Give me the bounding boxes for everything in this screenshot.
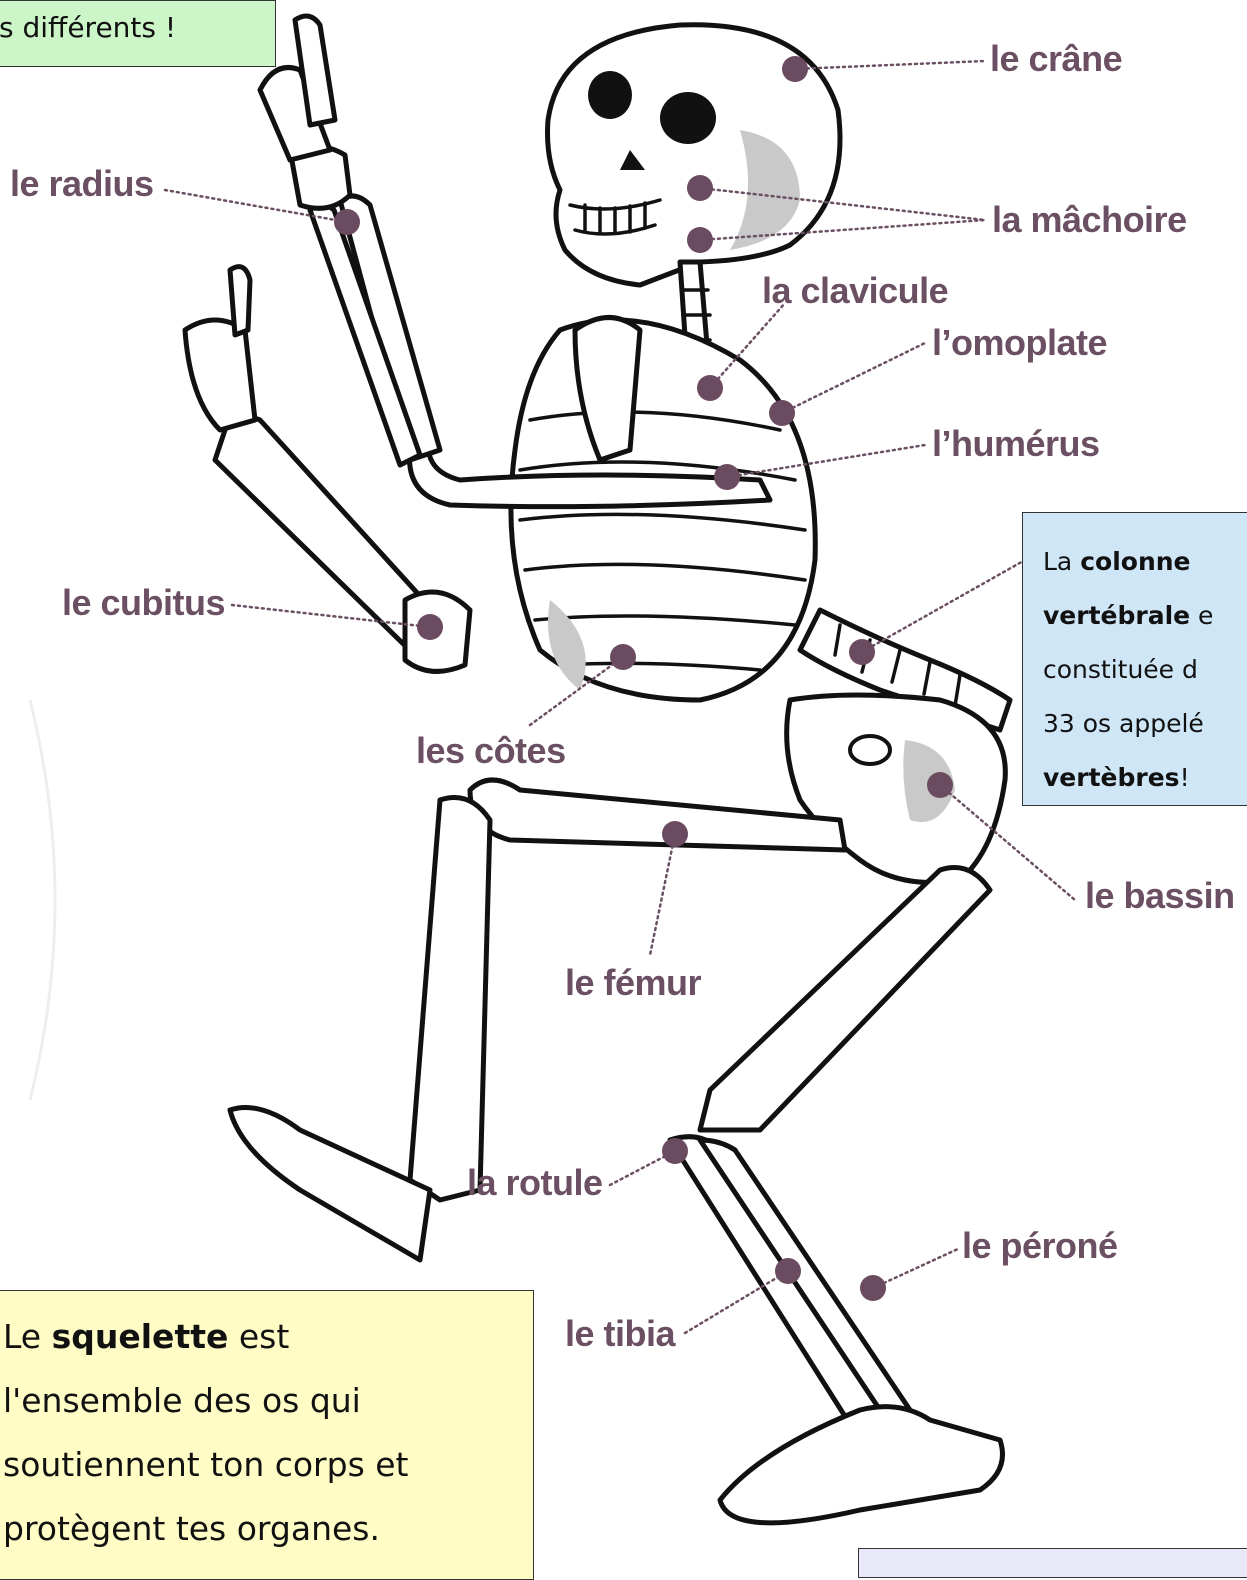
label-bassin: le bassin <box>1085 875 1235 916</box>
leg-right-drawing <box>670 868 1003 1523</box>
dot-humerus <box>714 464 740 490</box>
skeleton-note-bold: squelette <box>52 1317 229 1356</box>
label-rotule: la rotule <box>467 1162 603 1203</box>
skeleton-note-line-1: Le squelette est <box>3 1305 533 1369</box>
spine-note-line-5: vertèbres! <box>1043 751 1247 805</box>
dot-machoire-upper <box>687 175 713 201</box>
skeleton-note-box: Le squelette est l'ensemble des os qui s… <box>0 1290 534 1580</box>
dot-bassin <box>927 772 953 798</box>
label-perone: le péroné <box>962 1225 1118 1266</box>
label-radius: le radius <box>10 163 154 204</box>
dot-colonne <box>849 639 875 665</box>
spine-note-text: La <box>1043 547 1080 576</box>
dot-femur <box>662 821 688 847</box>
dot-rotule <box>662 1138 688 1164</box>
spine-note-bold: colonne <box>1080 547 1190 576</box>
skeleton-note-line-3: soutiennent ton corps et <box>3 1433 533 1497</box>
dot-perone <box>860 1275 886 1301</box>
label-clavicule: la clavicule <box>762 270 948 311</box>
label-cotes: les côtes <box>416 730 566 771</box>
spine-note-text: e <box>1190 601 1213 630</box>
dot-radius <box>334 209 360 235</box>
label-cubitus: le cubitus <box>62 582 225 623</box>
dot-tibia <box>775 1258 801 1284</box>
top-note-box: s différents ! <box>0 0 276 67</box>
spine-note-line-3: constituée d <box>1043 643 1247 697</box>
spine-note-box: La colonne vertébrale e constituée d 33 … <box>1022 512 1247 806</box>
pelvis-drawing <box>787 695 1006 883</box>
dot-cotes <box>610 644 636 670</box>
label-femur: le fémur <box>565 962 702 1003</box>
spine-note-text: ! <box>1180 763 1190 792</box>
spine-note-line-2: vertébrale e <box>1043 589 1247 643</box>
skeleton-note-line-4: protègent tes organes. <box>3 1497 533 1561</box>
top-note-text: s différents ! <box>0 11 176 44</box>
spine-note-bold: vertébrale <box>1043 601 1190 630</box>
skeleton-note-text: est <box>228 1317 289 1356</box>
label-machoire: la mâchoire <box>992 199 1187 240</box>
label-tibia: le tibia <box>565 1313 677 1354</box>
bottom-note-box <box>858 1548 1247 1578</box>
spine-note-bold: vertèbres <box>1043 763 1180 792</box>
label-crane: le crâne <box>990 38 1122 79</box>
skeleton-note-text: Le <box>3 1317 52 1356</box>
dot-cubitus <box>417 614 443 640</box>
dot-machoire-lower <box>687 227 713 253</box>
dot-clavicule <box>697 375 723 401</box>
spine-note-line-1: La colonne <box>1043 535 1247 589</box>
label-omoplate: l’omoplate <box>932 322 1107 363</box>
skeleton-note-line-2: l'ensemble des os qui <box>3 1369 533 1433</box>
spine-note-line-4: 33 os appelé <box>1043 697 1247 751</box>
label-humerus: l’humérus <box>932 423 1100 464</box>
background-sketch <box>30 700 55 1100</box>
dot-omoplate <box>769 400 795 426</box>
dot-crane <box>782 56 808 82</box>
